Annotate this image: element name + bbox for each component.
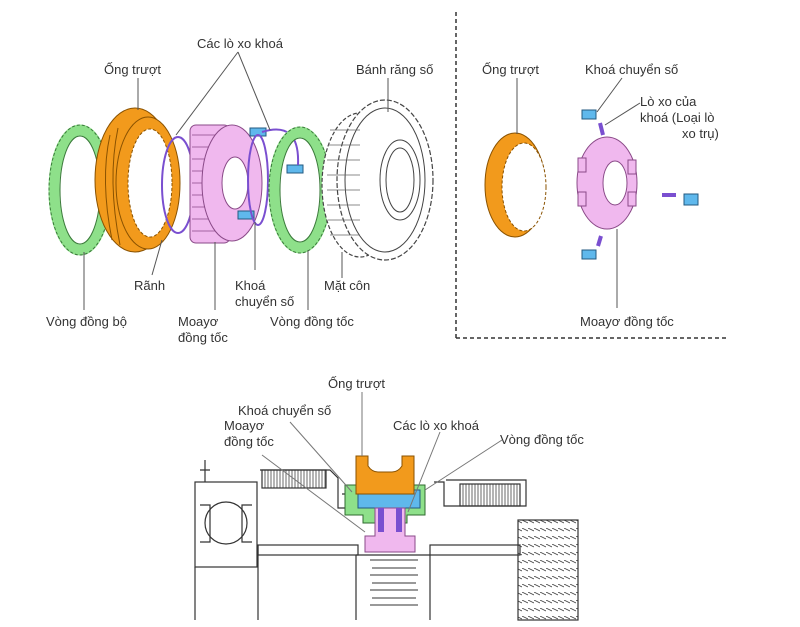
detail-label-spring-2: khoá (Loại lò (640, 110, 715, 125)
detail-leader-lines (516, 77, 641, 308)
label-sync-ring-left: Vòng đồng bộ (46, 314, 127, 329)
detail-keys-springs (581, 109, 699, 260)
label-cone: Mặt côn (324, 278, 371, 293)
section-label-sleeve: Ống trượt (328, 376, 385, 391)
label-shift-key-1: Khoá (235, 278, 266, 293)
detail-label-spring-1: Lò xo của (640, 94, 697, 109)
label-gear: Bánh răng số (356, 62, 434, 77)
label-sync-ring-right: Vòng đồng tốc (270, 314, 354, 329)
detail-label-spring-3: xo trụ) (682, 126, 719, 141)
section-label-hub-1: Moayơ (224, 418, 265, 433)
section-housing (194, 460, 579, 621)
gear (321, 99, 434, 261)
label-sleeve: Ống trượt (104, 62, 161, 77)
label-shift-key-2: chuyển số (235, 294, 295, 309)
section-label-shift-key: Khoá chuyển số (238, 403, 332, 418)
section-label-hub-2: đồng tốc (224, 434, 274, 449)
label-locking-springs: Các lò xo khoá (197, 36, 283, 51)
section-hub (364, 507, 416, 553)
section-center-splines (370, 559, 418, 606)
keys (237, 127, 304, 220)
detail-label-sleeve: Ống trượt (482, 62, 539, 77)
section-sleeve (355, 455, 415, 495)
section-leader-lines (261, 392, 503, 533)
sleeve (94, 107, 181, 253)
label-hub-1: Moayơ (178, 314, 219, 329)
hub (189, 124, 263, 244)
detail-hub (576, 136, 638, 230)
section-label-sync-ring: Vòng đồng tốc (500, 432, 584, 447)
detail-label-shift-key: Khoá chuyển số (585, 62, 679, 77)
detail-sleeve (484, 132, 547, 238)
label-hub-2: đồng tốc (178, 330, 228, 345)
label-groove: Rãnh (134, 278, 166, 293)
exploded-leader-lines (83, 51, 389, 310)
detail-label-hub: Moayơ đồng tốc (580, 314, 674, 329)
section-label-springs: Các lò xo khoá (393, 418, 479, 433)
